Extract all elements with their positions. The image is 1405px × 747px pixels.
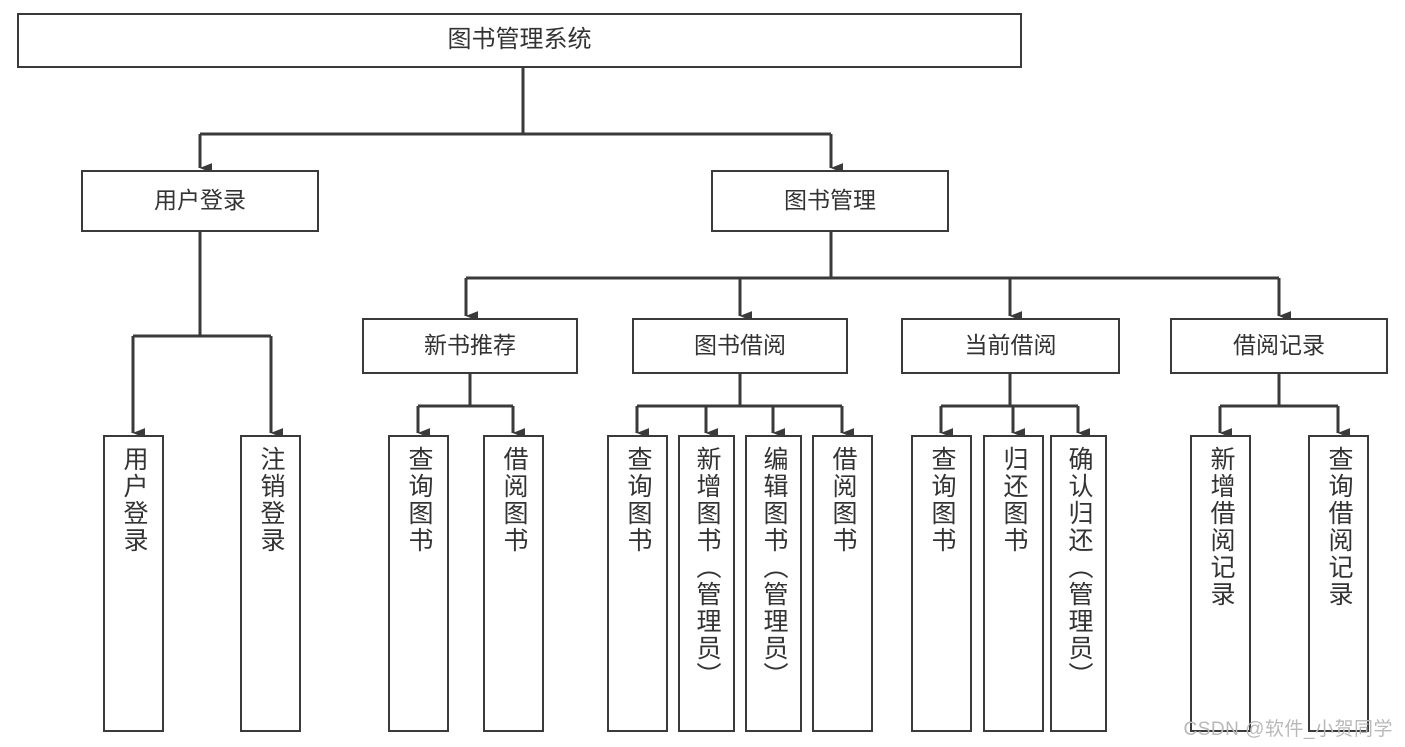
node-current-borrow[interactable]: 当前借阅	[901, 318, 1120, 374]
node-label: 借阅图书	[500, 446, 528, 554]
node-user-login[interactable]: 用户登录	[81, 170, 319, 232]
leaf-query-borrow-record[interactable]: 查询借阅记录	[1308, 435, 1369, 732]
leaf-edit-book-admin[interactable]: 编辑图书（管理员）	[745, 435, 802, 732]
node-label: 归还图书	[1000, 446, 1028, 554]
node-label: 借阅记录	[1233, 332, 1325, 359]
leaf-query-book-borrow[interactable]: 查询图书	[607, 435, 668, 732]
node-label: 新增借阅记录	[1207, 446, 1235, 608]
leaf-add-borrow-record[interactable]: 新增借阅记录	[1190, 435, 1251, 732]
node-borrow-record[interactable]: 借阅记录	[1170, 318, 1388, 374]
node-label: 图书管理	[784, 187, 876, 214]
node-label: 用户登录	[120, 446, 148, 554]
node-label: 用户登录	[154, 187, 246, 214]
node-root[interactable]: 图书管理系统	[17, 13, 1022, 68]
node-label: 借阅图书	[829, 446, 857, 554]
node-new-book-recommend[interactable]: 新书推荐	[362, 318, 578, 374]
node-label: 查询借阅记录	[1325, 446, 1353, 608]
leaf-confirm-return-admin[interactable]: 确认归还（管理员）	[1050, 435, 1107, 732]
node-book-borrow[interactable]: 图书借阅	[632, 318, 848, 374]
leaf-borrow-book[interactable]: 借阅图书	[812, 435, 873, 732]
node-label: 新增图书（管理员）	[693, 446, 721, 689]
leaf-query-book-current[interactable]: 查询图书	[911, 435, 972, 732]
node-book-management[interactable]: 图书管理	[711, 170, 949, 232]
node-label: 确认归还（管理员）	[1065, 446, 1093, 689]
node-label: 新书推荐	[424, 332, 516, 359]
node-label: 图书管理系统	[447, 26, 592, 54]
leaf-logout[interactable]: 注销登录	[240, 435, 301, 732]
node-label: 当前借阅	[964, 332, 1057, 359]
leaf-add-book-admin[interactable]: 新增图书（管理员）	[678, 435, 735, 732]
leaf-query-book-recommend[interactable]: 查询图书	[388, 435, 449, 732]
node-label: 图书借阅	[694, 332, 786, 359]
node-label: 查询图书	[624, 446, 652, 554]
leaf-user-login[interactable]: 用户登录	[103, 435, 164, 732]
node-label: 查询图书	[928, 446, 956, 554]
leaf-return-book[interactable]: 归还图书	[983, 435, 1044, 732]
node-label: 查询图书	[405, 446, 433, 554]
node-label: 编辑图书（管理员）	[760, 446, 788, 689]
node-label: 注销登录	[257, 446, 285, 554]
leaf-borrow-book-recommend[interactable]: 借阅图书	[483, 435, 544, 732]
